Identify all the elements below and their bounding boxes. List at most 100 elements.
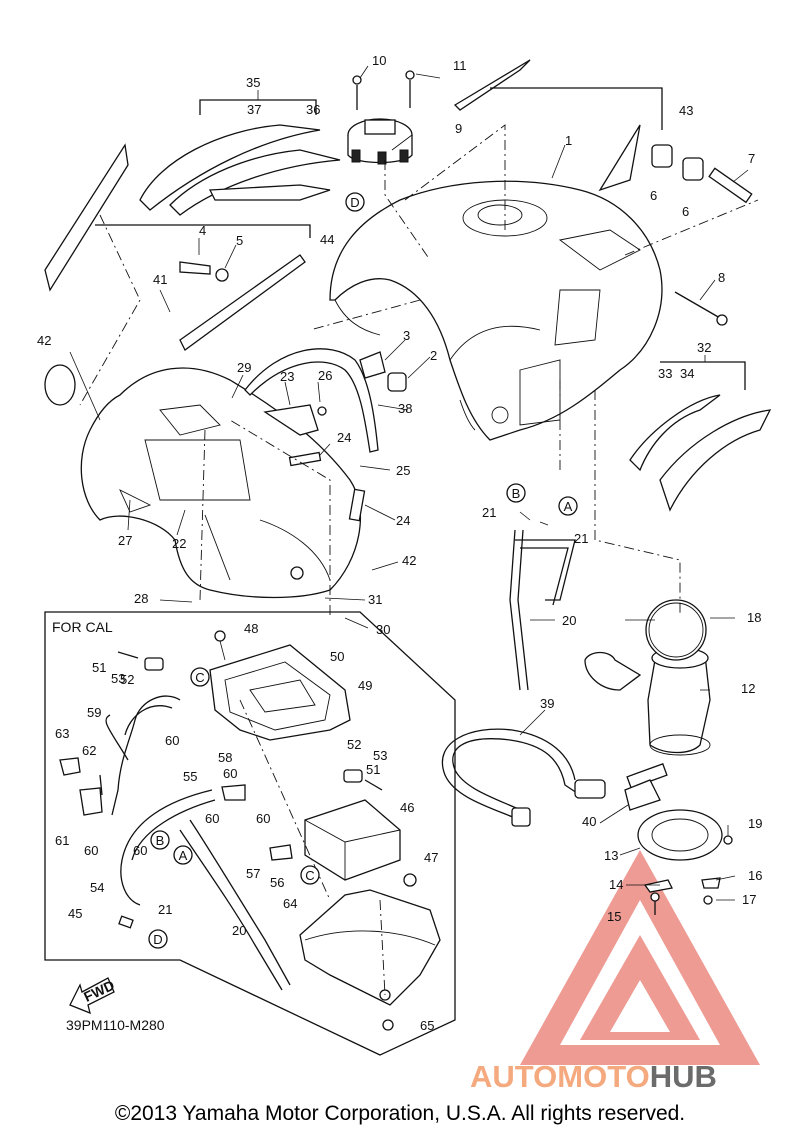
fuel-hose-illustration <box>442 728 661 827</box>
callout-leaders <box>69 65 749 901</box>
callout-59: 59 <box>87 705 101 720</box>
callout-64: 64 <box>283 896 297 911</box>
callout-46: 46 <box>400 800 414 815</box>
callout-21: 21 <box>482 505 496 520</box>
callout-44: 44 <box>320 232 334 247</box>
marker-A: A <box>564 499 573 514</box>
callout-38: 38 <box>398 401 412 416</box>
callout-19: 19 <box>748 816 762 831</box>
callout-60: 60 <box>133 843 147 858</box>
callout-6: 6 <box>682 204 689 219</box>
callout-33: 33 <box>658 366 672 381</box>
callout-60: 60 <box>223 766 237 781</box>
callout-11: 11 <box>453 58 467 73</box>
callout-17: 17 <box>742 892 756 907</box>
callout-21: 21 <box>158 902 172 917</box>
callout-13: 13 <box>604 848 618 863</box>
callout-53: 53 <box>373 748 387 763</box>
callout-37: 37 <box>247 102 261 117</box>
tank-side-emblems <box>139 59 641 216</box>
callout-58: 58 <box>218 750 232 765</box>
breather-hoses <box>509 511 576 691</box>
tank-small-parts <box>179 261 407 453</box>
callout-31: 31 <box>368 592 382 607</box>
group-brackets <box>95 87 746 390</box>
callout-60: 60 <box>84 843 98 858</box>
inset-frame <box>44 611 456 1056</box>
callout-47: 47 <box>424 850 438 865</box>
callout-50: 50 <box>330 649 344 664</box>
callout-39: 39 <box>540 696 554 711</box>
right-side-parts <box>629 144 772 512</box>
callout-8: 8 <box>718 270 725 285</box>
callout-23: 23 <box>280 369 294 384</box>
inset-hoses <box>105 695 291 991</box>
callout-42: 42 <box>37 333 51 348</box>
watermark-brand-part2: HUB <box>650 1059 717 1094</box>
callout-45: 45 <box>68 906 82 921</box>
callout-63: 63 <box>55 726 69 741</box>
callout-51: 51 <box>92 660 106 675</box>
inset-fittings <box>59 651 383 929</box>
callout-5: 5 <box>236 233 243 248</box>
callout-20: 20 <box>232 923 246 938</box>
callout-25: 25 <box>396 463 410 478</box>
marker-D: D <box>153 932 162 947</box>
callout-57: 57 <box>246 866 260 881</box>
callout-36: 36 <box>306 102 320 117</box>
callout-4: 4 <box>199 223 206 238</box>
callout-53: 53 <box>111 671 125 686</box>
callout-30: 30 <box>376 622 390 637</box>
callout-60: 60 <box>256 811 270 826</box>
callout-6: 6 <box>650 188 657 203</box>
reference-markers <box>148 192 578 949</box>
callout-12: 12 <box>741 681 755 696</box>
callout-32: 32 <box>697 340 711 355</box>
callout-7: 7 <box>748 151 755 166</box>
callout-24: 24 <box>337 430 351 445</box>
callout-9: 9 <box>455 121 462 136</box>
callout-60: 60 <box>205 811 219 826</box>
canister-illustration <box>304 799 417 887</box>
callout-28: 28 <box>134 591 148 606</box>
callout-56: 56 <box>270 875 284 890</box>
callout-20: 20 <box>562 613 576 628</box>
callout-15: 15 <box>607 909 621 924</box>
callout-52: 52 <box>120 672 134 687</box>
callout-62: 62 <box>82 743 96 758</box>
callout-41: 41 <box>153 272 167 287</box>
fuel-pump-illustration <box>584 599 733 915</box>
callout-27: 27 <box>118 533 132 548</box>
watermark-brand: AUTOMOTOHUB <box>470 1059 717 1094</box>
callout-29: 29 <box>237 360 251 375</box>
callout-52: 52 <box>347 737 361 752</box>
fwd-arrow-icon <box>69 977 115 1015</box>
callout-49: 49 <box>358 678 372 693</box>
callout-3: 3 <box>403 328 410 343</box>
callout-65: 65 <box>420 1018 434 1033</box>
callout-21: 21 <box>574 531 588 546</box>
callout-14: 14 <box>609 877 623 892</box>
callout-54: 54 <box>90 880 104 895</box>
callout-22: 22 <box>172 536 186 551</box>
marker-D: D <box>350 195 359 210</box>
callout-34: 34 <box>680 366 694 381</box>
marker-B: B <box>512 486 521 501</box>
callout-35: 35 <box>246 75 260 90</box>
fuel-cap-illustration <box>347 70 415 165</box>
assembly-lines <box>79 124 759 996</box>
watermark-logo-icon <box>520 850 760 1065</box>
callout-24: 24 <box>396 513 410 528</box>
tank-cover-illustration <box>80 367 366 599</box>
callout-2: 2 <box>430 348 437 363</box>
canister-bracket-illustration <box>209 630 351 741</box>
callout-60: 60 <box>165 733 179 748</box>
callout-10: 10 <box>372 53 386 68</box>
callout-42: 42 <box>402 553 416 568</box>
inset-title: FOR CAL <box>52 619 113 635</box>
callout-51: 51 <box>366 762 380 777</box>
callout-18: 18 <box>747 610 761 625</box>
